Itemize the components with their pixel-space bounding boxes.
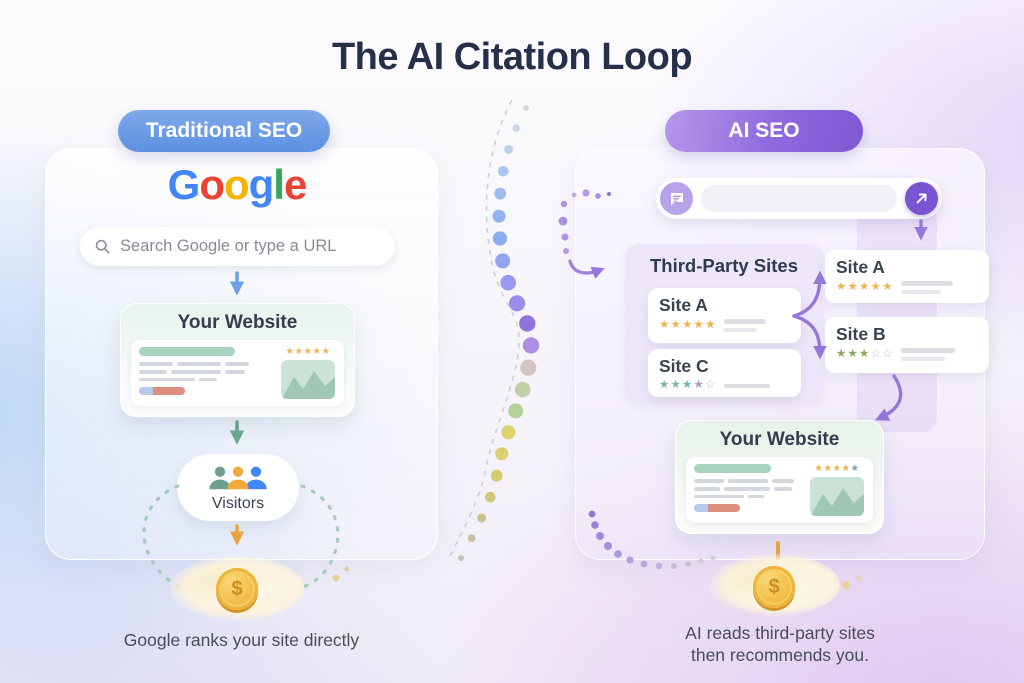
search-icon — [95, 239, 110, 254]
arrow-down-blue-icon — [229, 271, 245, 296]
website-preview: ★★★★★ — [686, 457, 873, 523]
connector-website-to-coin — [776, 541, 780, 561]
coin-icon-right: $ — [753, 566, 795, 608]
mountain-icon — [281, 370, 335, 399]
preview-image — [281, 359, 335, 399]
coin-icon-left: $ — [216, 568, 258, 610]
website-title: Your Website — [177, 312, 298, 333]
fork-arrows-to-cited-sites — [792, 270, 827, 360]
star-rating: ★★★★★ — [659, 318, 717, 331]
ai-chat-bar[interactable] — [656, 178, 942, 219]
dollar-symbol: $ — [768, 575, 780, 598]
loop-dashes-left — [142, 484, 350, 597]
arrow-down-orange-icon — [229, 524, 245, 546]
star-rating: ★★★★★ — [814, 463, 860, 474]
star-rating: ★★★☆☆ — [836, 347, 894, 360]
visitors-label: Visitors — [211, 494, 265, 512]
send-button[interactable] — [905, 182, 938, 215]
trail-to-coin-right — [588, 510, 716, 570]
preview-text-lines — [694, 479, 801, 502]
person-green-icon — [209, 466, 231, 489]
person-orange-icon — [227, 466, 249, 489]
trail-dots-right-of-coin — [842, 575, 862, 589]
third-party-heading: Third-Party Sites — [649, 255, 799, 276]
website-title: Your Website — [719, 429, 840, 450]
divider-dotted-curve — [449, 99, 540, 561]
arrow-down-purple-icon — [914, 219, 928, 241]
visitors-pill: Visitors — [177, 454, 299, 521]
dollar-symbol: $ — [231, 577, 243, 600]
caption-traditional: Google ranks your site directly — [123, 630, 360, 650]
chat-bubble-icon — [660, 182, 693, 215]
chat-input[interactable] — [701, 185, 897, 212]
caption-ai: AI reads third-party sites then recommen… — [685, 623, 875, 666]
preview-image — [810, 476, 864, 516]
trail-chat-to-thirdparty — [558, 189, 611, 279]
mountain-icon — [810, 487, 864, 516]
person-blue-icon — [245, 466, 267, 489]
preview-title-bar — [694, 464, 772, 473]
site-card-b-cited: Site B ★★★☆☆ — [825, 317, 989, 373]
google-search-bar[interactable] — [80, 227, 395, 266]
preview-progress-bar — [694, 504, 740, 513]
star-rating: ★★★★★ — [285, 346, 331, 357]
third-party-sites-card: Third-Party Sites Site A ★★★★★ Site C ★★… — [625, 244, 823, 402]
site-card-a-cited: Site A ★★★★★ — [825, 250, 989, 303]
preview-text-lines — [139, 362, 272, 385]
arrow-siteb-to-website — [875, 374, 903, 421]
your-website-card-right: Your Website ★★★★★ — [675, 420, 884, 534]
your-website-card-left: Your Website ★★★★★ — [120, 303, 355, 417]
preview-progress-bar — [139, 387, 185, 396]
page-title: The AI Citation Loop — [331, 36, 693, 78]
send-arrow-icon — [916, 193, 927, 204]
visitors-icon — [209, 463, 267, 493]
traditional-seo-badge: Traditional SEO — [118, 110, 330, 152]
site-card-c-inner: Site C ★★★★☆ — [648, 349, 801, 397]
star-rating: ★★★★★ — [836, 280, 894, 293]
google-logo: Google — [167, 161, 308, 208]
arrow-down-green-icon — [229, 420, 245, 445]
website-preview: ★★★★★ — [131, 340, 344, 406]
star-rating: ★★★★☆ — [659, 379, 717, 391]
site-card-a-inner: Site A ★★★★★ — [648, 288, 801, 343]
ai-seo-badge: AI SEO — [665, 110, 863, 152]
search-input[interactable] — [120, 237, 381, 256]
preview-title-bar — [139, 347, 235, 356]
